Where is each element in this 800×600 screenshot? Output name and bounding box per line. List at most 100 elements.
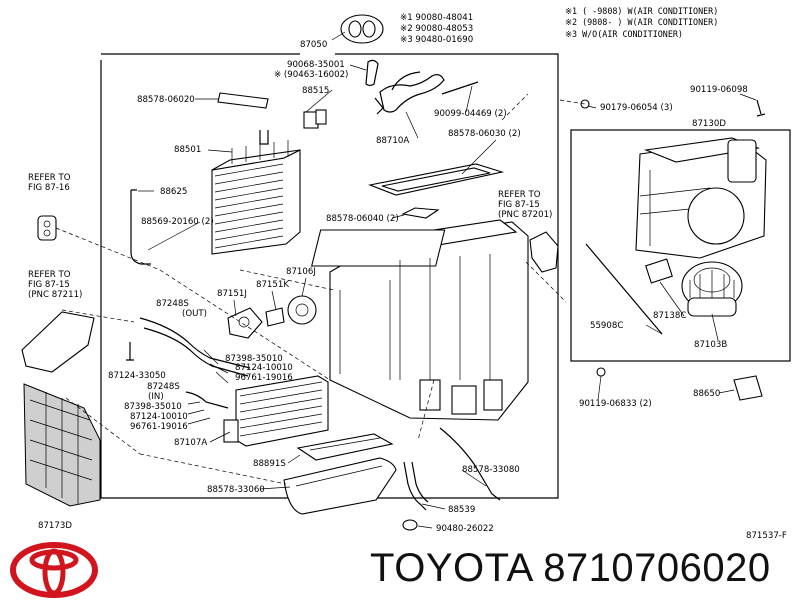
note-3: ※3 W/O(AIR CONDITIONER)	[565, 29, 683, 39]
label-87107A: 87107A	[174, 438, 207, 448]
lever-87151J	[227, 307, 263, 339]
evaporator-88501	[211, 130, 301, 255]
bolt-90068	[365, 59, 379, 87]
pipe-in	[185, 391, 229, 409]
cable-55908C	[585, 243, 663, 335]
note-1: ※1 ( -9808) W(AIR CONDITIONER)	[565, 6, 718, 16]
refer-b-line1: REFER TO	[28, 270, 71, 280]
pipe-out-2	[143, 327, 249, 377]
label-55908C: 55908C	[590, 321, 623, 331]
label-87151K: 87151K	[256, 280, 289, 290]
label-88515: 88515	[302, 86, 329, 96]
label-90068: 90068-35001	[287, 60, 345, 70]
screw-90179	[580, 99, 590, 109]
label-88578-33080: 88578-33080	[462, 465, 520, 475]
fan-87103B	[681, 261, 743, 317]
label-88891S: 88891S	[253, 459, 286, 469]
label-87103B: 87103B	[694, 340, 727, 350]
label-87124-33050: 87124-33050	[108, 371, 166, 381]
label-87173D: 87173D	[38, 521, 72, 531]
cover-88891S	[296, 433, 394, 461]
label-87398-b: 87398-35010	[124, 402, 182, 412]
label-top-3: ※3 90480-01690	[400, 35, 473, 45]
clip-87124-33050	[126, 342, 134, 361]
label-out: (OUT)	[182, 309, 207, 319]
note-2: ※2 (9808- ) W(AIR CONDITIONER)	[565, 17, 718, 27]
figure-code: 871537-F	[746, 531, 787, 541]
blower-frame	[570, 129, 791, 362]
label-90119-06098: 90119-06098	[690, 85, 748, 95]
refer-a-line1: REFER TO	[28, 173, 71, 183]
label-90179: 90179-06054 (3)	[600, 103, 673, 113]
label-87248S-in: 87248S	[147, 382, 180, 392]
resistor-87138C	[645, 258, 673, 284]
amplifier-88650	[733, 375, 763, 401]
label-87050: 87050	[300, 40, 327, 50]
grommet-87050	[340, 14, 384, 44]
leader-lines	[138, 31, 757, 529]
label-96761-a: 96761-19016	[235, 373, 293, 383]
hose-88539	[403, 461, 427, 511]
label-88501: 88501	[174, 145, 201, 155]
brand-name: TOYOTA	[370, 546, 532, 590]
label-in: (IN)	[148, 392, 164, 402]
seal-88578-06040	[401, 207, 440, 219]
bolt-90099	[441, 81, 479, 95]
label-88578-33060: 88578-33060	[207, 485, 265, 495]
label-87130D: 87130D	[692, 119, 726, 129]
lever-87151K	[265, 307, 285, 327]
label-88578-06030: 88578-06030 (2)	[448, 129, 521, 139]
refer-c-line2: FIG 87-15	[498, 200, 540, 210]
label-88650: 88650	[693, 389, 720, 399]
label-88578-06020: 88578-06020	[137, 95, 195, 105]
heater-core-87107A	[223, 375, 329, 447]
refer-c-line1: REFER TO	[498, 190, 541, 200]
label-87138C: 87138C	[653, 311, 686, 321]
duct-87211	[21, 311, 95, 373]
clip-90480	[402, 519, 418, 531]
part-87201	[529, 231, 559, 273]
pipe-out	[139, 317, 251, 369]
sensor-88625	[130, 189, 151, 265]
servo-87106J	[287, 295, 317, 325]
label-88569: 88569-20160 (2)	[141, 217, 214, 227]
heater-case	[310, 219, 529, 421]
refer-c-line3: (PNC 87201)	[498, 210, 552, 220]
label-87106J: 87106J	[286, 267, 316, 277]
filter-88578-06020	[217, 92, 269, 109]
refer-a-line2: FIG 87-16	[28, 183, 70, 193]
refer-b-line2: FIG 87-15	[28, 280, 70, 290]
refer-b-line3: (PNC 87211)	[28, 290, 82, 300]
label-96761-b: 96761-19016	[130, 422, 188, 432]
label-90480-26022: 90480-26022	[436, 524, 494, 534]
label-87124-b: 87124-10010	[130, 412, 188, 422]
dashed-reference-lines	[55, 93, 586, 485]
drain-grommet	[37, 215, 57, 241]
label-87248S-out: 87248S	[156, 299, 189, 309]
main-frame	[100, 53, 559, 499]
seal-inner	[381, 167, 491, 192]
label-87151J: 87151J	[217, 289, 247, 299]
label-88539: 88539	[448, 505, 475, 515]
label-88625: 88625	[160, 187, 187, 197]
label-top-1: ※1 90080-48041	[400, 13, 473, 23]
label-90099: 90099-04469 (2)	[434, 109, 507, 119]
label-88710A: 88710A	[376, 136, 409, 146]
toyota-logo-icon	[10, 542, 98, 598]
label-90463: ※ (90463-16002)	[274, 70, 348, 80]
brand-caption: TOYOTA 8710706020	[370, 546, 771, 591]
label-88578-06040: 88578-06040 (2)	[326, 214, 399, 224]
pan-88578-33060	[283, 457, 397, 515]
label-top-2: ※2 90080-48053	[400, 24, 473, 34]
screw-90119-06833	[596, 367, 606, 377]
label-87398-a: 87398-35010	[225, 354, 283, 364]
label-90119-06833: 90119-06833 (2)	[579, 399, 652, 409]
valve-88515b	[315, 109, 327, 125]
screw-90119-06098	[756, 99, 766, 117]
pipe-88710A	[374, 71, 445, 115]
seal-88578-33080	[439, 427, 501, 501]
label-87124-a: 87124-10010	[235, 363, 293, 373]
blower-case-87130D	[635, 137, 767, 259]
brand-part-number: 8710706020	[543, 546, 771, 590]
